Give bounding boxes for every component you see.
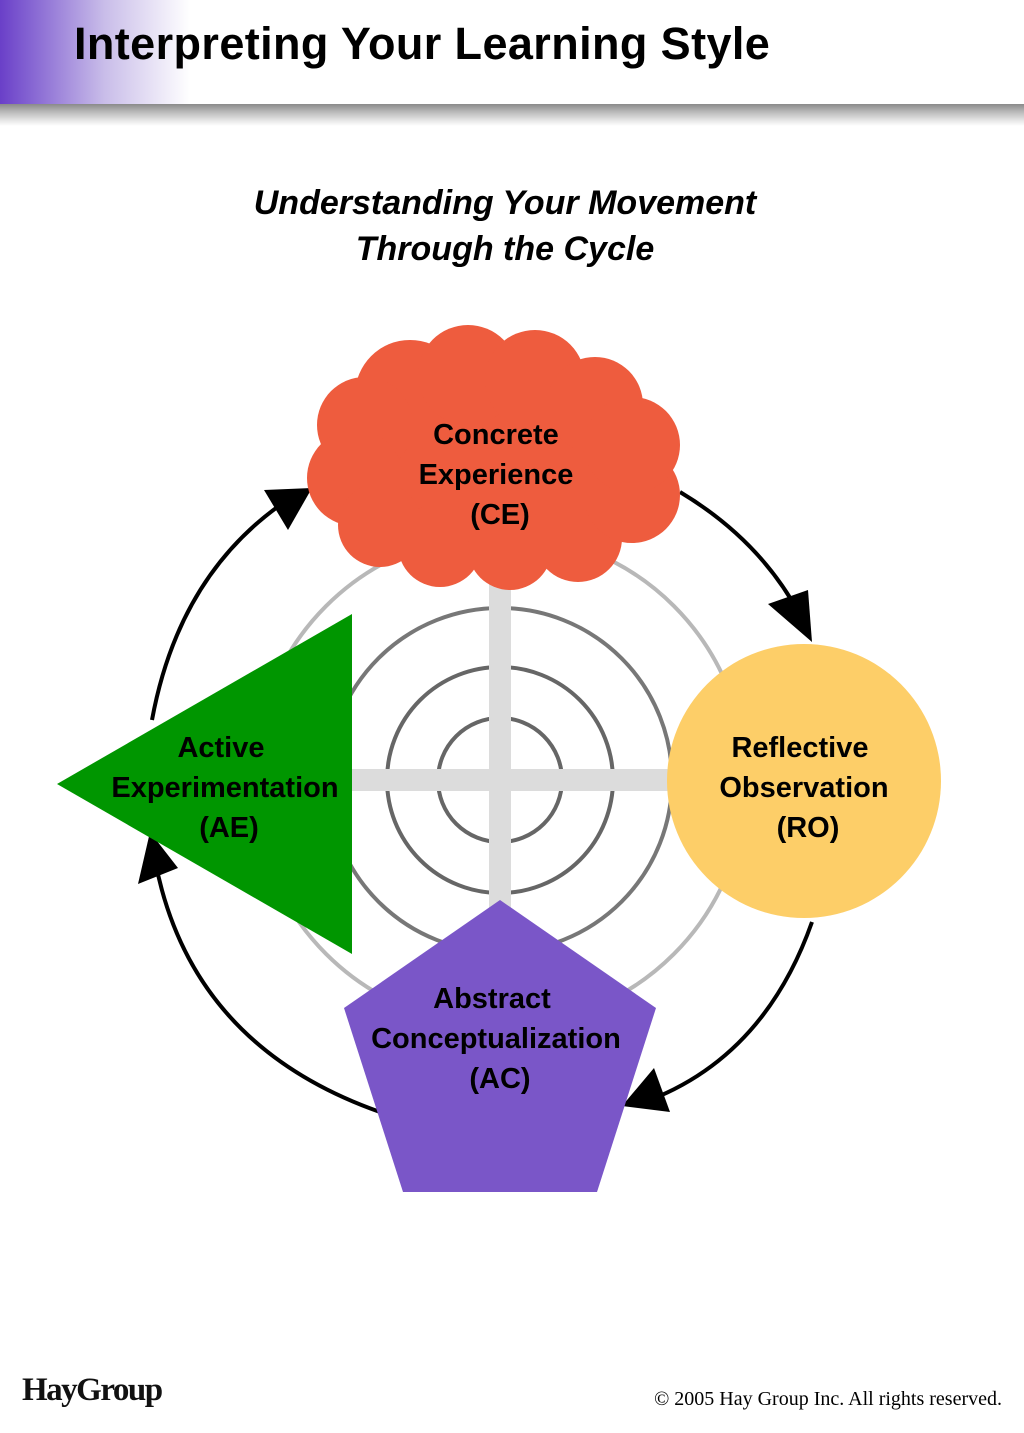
arrow-ro-to-ac (649, 921, 814, 1102)
ce-label-line-3: (CE) (470, 499, 530, 531)
ce-label-line-1: Concrete (433, 419, 559, 451)
subtitle-line-1: Understanding Your Movement (253, 184, 757, 222)
ce-label: Concrete Experience (CE) (419, 419, 582, 531)
ae-label-line-1: Active (177, 732, 264, 764)
ae-label-line-3: (AE) (199, 812, 259, 844)
ce-label-line-2: Experience (419, 459, 574, 491)
ro-label-line-2: Observation (719, 772, 888, 804)
ac-label-line-1: Abstract (433, 983, 551, 1015)
arrow-ae-to-ce (150, 493, 297, 721)
ro-label: Reflective Observation (RO) (719, 732, 896, 844)
arrowhead-ac-to-ae (138, 832, 178, 884)
cross-axes (350, 560, 670, 950)
arrow-ac-to-ae (153, 859, 381, 1114)
active-experimentation-triangle: Active Experimentation (AE) (57, 614, 352, 954)
ac-label-line-3: (AC) (469, 1063, 530, 1095)
ro-label-line-3: (RO) (777, 812, 840, 844)
page-title: Interpreting Your Learning Style (74, 18, 771, 69)
abstract-conceptualization-pentagon: Abstract Conceptualization (AC) (344, 900, 656, 1192)
arrowheads (138, 488, 812, 1112)
copyright-notice: © 2005 Hay Group Inc. All rights reserve… (654, 1388, 1002, 1410)
cloud-shape (307, 325, 680, 590)
ac-label-line-2: Conceptualization (371, 1023, 621, 1055)
header-accent-gradient (0, 0, 190, 104)
header-divider (0, 104, 1024, 126)
ae-triangle-shape (57, 614, 352, 954)
vertical-axis (489, 560, 511, 950)
arrow-ce-to-ro (678, 490, 802, 616)
concrete-experience-cloud: Concrete Experience (CE) (307, 325, 680, 590)
ae-label: Active Experimentation (AE) (111, 732, 346, 844)
haygroup-logo: HayGroup (22, 1372, 163, 1408)
ac-pentagon-shape (344, 900, 656, 1192)
ro-label-line-1: Reflective (731, 732, 868, 764)
arrowhead-ce-to-ro (768, 590, 812, 642)
diagram-subtitle: Understanding Your Movement Through the … (0, 180, 1010, 272)
reflective-observation-circle: Reflective Observation (RO) (667, 644, 941, 918)
subtitle-line-2: Through the Cycle (355, 230, 655, 268)
arrowhead-ae-to-ce (264, 488, 312, 530)
ac-label: Abstract Conceptualization (AC) (371, 983, 629, 1095)
arrowhead-ro-to-ac (622, 1068, 670, 1112)
ae-label-line-2: Experimentation (111, 772, 338, 804)
ro-circle-shape (667, 644, 941, 918)
horizontal-axis (350, 769, 670, 791)
